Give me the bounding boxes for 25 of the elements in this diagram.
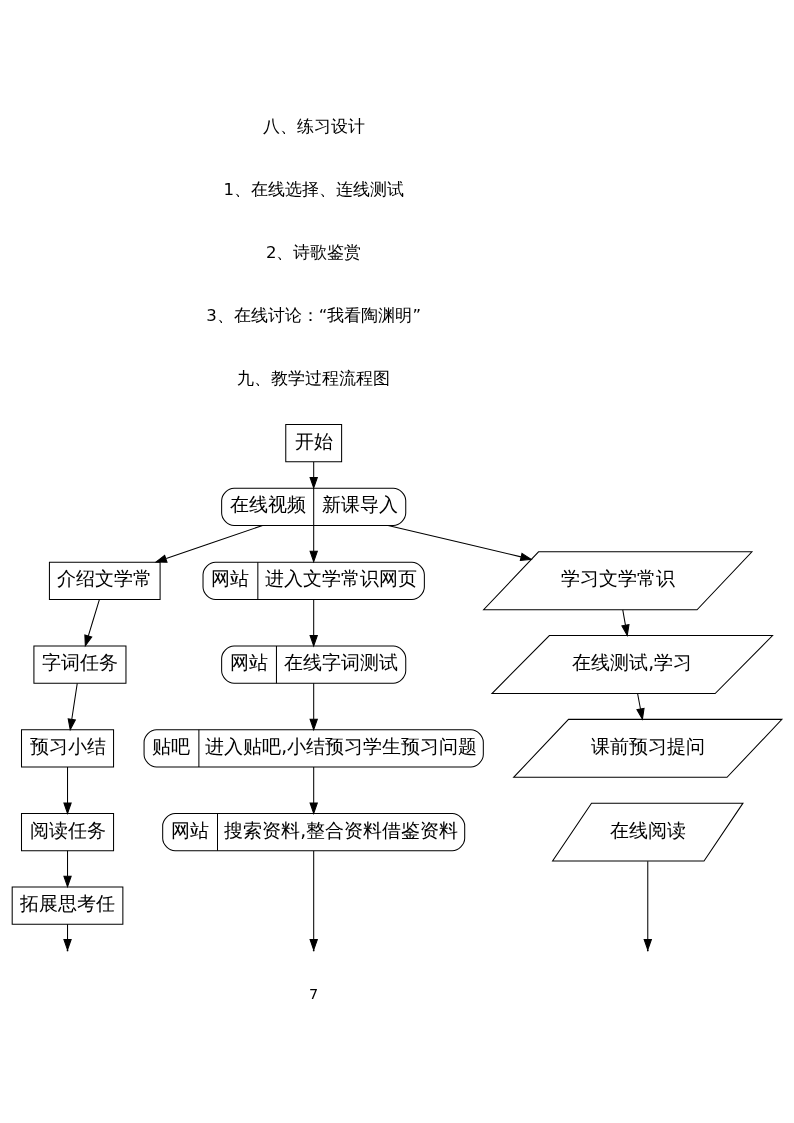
arrow — [621, 609, 630, 637]
arrow — [84, 599, 100, 648]
label: 3、在线讨论：“我看陶渊明” — [206, 305, 422, 325]
arrow — [309, 461, 319, 490]
node-box: 开始 — [285, 424, 343, 463]
label: 7 — [309, 986, 319, 1003]
node-box: 拓展思考任 — [11, 886, 124, 925]
arrow — [309, 525, 319, 564]
arrow — [154, 524, 264, 563]
arrow — [309, 599, 319, 648]
node-box: 阅读任务 — [21, 813, 115, 852]
node-box: 预习小结 — [21, 729, 115, 768]
node-box: 字词任务 — [33, 645, 127, 684]
arrow — [309, 766, 319, 815]
label: 九、教学过程流程图 — [237, 369, 391, 389]
arrow — [63, 850, 72, 889]
arrow — [309, 682, 319, 732]
arrow — [636, 693, 645, 721]
label: 八、练习设计 — [262, 116, 365, 136]
label: 1、在线选择、连线测试 — [223, 179, 404, 199]
node-box: 介绍文学常 — [48, 561, 161, 600]
label: 2、诗歌鉴赏 — [265, 242, 362, 262]
arrow — [67, 682, 78, 732]
arrow — [63, 766, 72, 815]
arrow — [387, 524, 533, 561]
